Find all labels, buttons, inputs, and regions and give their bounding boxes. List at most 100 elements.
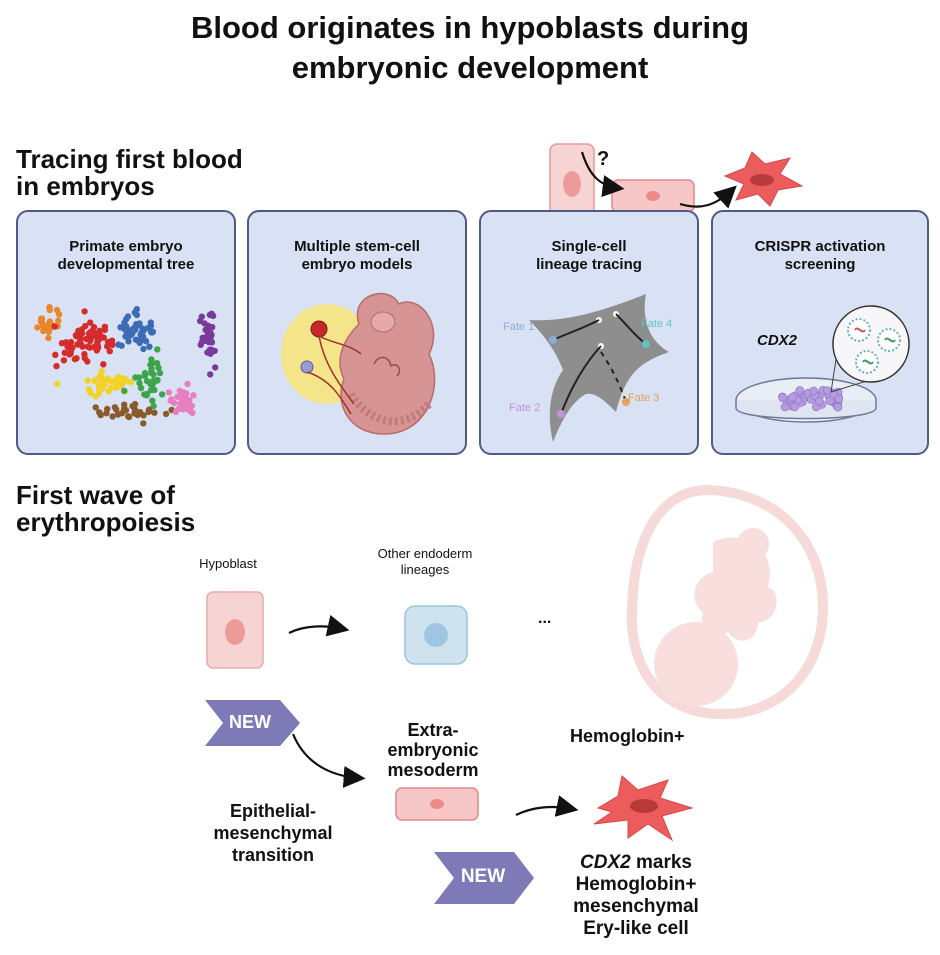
panel-lineage-tracing: Single-cell lineage tracing Fate 1 Fate … — [479, 210, 699, 455]
top-transition-illustration — [549, 143, 804, 225]
colony-cell — [815, 397, 824, 406]
scatter-dot — [184, 380, 191, 388]
scatter-dot — [96, 409, 103, 416]
extraembryonic-mesoderm-label: Extra- embryonic mesoderm — [387, 720, 479, 780]
crispr-gene-label: CDX2 — [757, 332, 798, 349]
colony-cell — [825, 396, 835, 406]
scatter-dot — [131, 406, 139, 413]
scatter-dot — [198, 313, 205, 320]
cdx2-finding-label: CDX2 marks Hemoglobin+ mesenchymal Ery-l… — [573, 852, 699, 939]
lineage-shape — [529, 294, 669, 442]
scatter-dot — [87, 335, 95, 342]
scatter-dot — [188, 402, 196, 410]
pregnancy-watermark-icon — [626, 484, 828, 720]
scatter-dot — [136, 379, 143, 387]
new-tag-1 — [205, 700, 300, 746]
fate-3-dot — [622, 398, 630, 406]
panel-developmental-tree: Primate embryo developmental tree — [16, 210, 236, 455]
scatter-dot — [71, 355, 79, 363]
scatter-dot — [205, 329, 213, 336]
scatter-dot — [109, 413, 116, 420]
scatter-dot — [140, 345, 147, 353]
endoderm-cell — [404, 605, 468, 665]
embryo-illustration — [281, 293, 436, 435]
scatter-dot — [104, 375, 112, 382]
scatter-dot — [112, 383, 119, 390]
scatter-dot — [133, 321, 140, 328]
scatter-dot — [58, 340, 66, 347]
scatter-dot — [141, 369, 149, 377]
other-endoderm-label: Other endoderm lineages — [377, 546, 473, 577]
scatter-dot — [146, 343, 153, 350]
scatter-dot — [142, 338, 150, 345]
scatter-dot — [81, 308, 88, 315]
scatter-dot — [81, 354, 88, 362]
scatter-dot — [34, 324, 41, 331]
scatter-dot — [104, 338, 112, 346]
fate-3-label: Fate 3 — [628, 392, 660, 404]
scatter-dot — [156, 369, 164, 377]
top-flat-nucleus — [646, 191, 660, 201]
scatter-dot — [97, 372, 104, 379]
section-title-tracing: Tracing first blood in embryos — [16, 144, 243, 201]
scatter-dot — [122, 376, 129, 383]
scatter-dot — [134, 411, 141, 419]
scatter-dot — [209, 323, 216, 331]
scatter-dot — [136, 339, 143, 346]
scatter-dot — [67, 338, 75, 346]
scatter-dot — [53, 362, 60, 370]
scatter-dot — [149, 397, 156, 404]
colony-cell — [780, 402, 790, 412]
scatter-dot — [150, 402, 157, 410]
top-hypoblast-nucleus — [563, 171, 581, 197]
scatter-dot — [182, 401, 190, 409]
scatter-dot — [85, 330, 93, 337]
scatter-dot — [176, 387, 183, 394]
scatter-dot — [139, 325, 146, 332]
scatter-dot — [131, 309, 138, 316]
hypoblast-cell — [206, 591, 264, 669]
scatter-dot — [106, 348, 114, 355]
cdx2-gene: CDX2 — [580, 852, 631, 873]
scatter-dot — [212, 364, 219, 371]
fate-2-label: Fate 2 — [509, 402, 541, 414]
top-mesenchymal-nucleus — [750, 174, 774, 186]
scatter-dot — [154, 346, 161, 353]
arrow-to-endoderm — [288, 615, 350, 637]
question-mark: ? — [597, 148, 610, 170]
scatter-dot — [121, 405, 128, 412]
ellipsis: ... — [538, 610, 552, 627]
scatter-dot — [197, 341, 204, 348]
scatter-dot — [107, 384, 115, 391]
scatter-dot — [52, 351, 59, 358]
scatter-dot — [121, 387, 128, 395]
scatter-dot — [125, 338, 132, 345]
embryo-body — [339, 293, 436, 435]
scatter-dot — [144, 324, 152, 332]
colony-cell — [809, 386, 818, 396]
scatter-dot — [208, 339, 216, 346]
blood-island-red — [310, 320, 328, 338]
colony-cell — [795, 386, 805, 395]
scatter-dot — [92, 393, 99, 400]
scatter-dot — [94, 344, 102, 351]
scatter-dot — [174, 393, 181, 400]
scatter-dot — [40, 327, 47, 335]
scatter-dot — [87, 319, 94, 326]
lineage-branch — [552, 319, 600, 341]
fate-1-label: Fate 1 — [503, 321, 535, 333]
scatter-dot — [103, 410, 110, 417]
emt-label: Epithelial- mesenchymal transition — [213, 801, 333, 865]
panel-stem-cell-models: Multiple stem-cell embryo models — [247, 210, 467, 455]
panel-title: Primate embryo developmental tree — [57, 238, 195, 273]
scatter-dot — [115, 341, 122, 348]
colony-cell — [778, 393, 787, 402]
scatter-dot — [114, 411, 122, 418]
scatter-dot — [132, 374, 139, 381]
vessels — [306, 335, 362, 415]
lineage-branch-dashed — [600, 351, 627, 403]
scatter-dot — [189, 409, 196, 417]
scatter-dot — [140, 420, 147, 427]
fate-4-label: Fate 4 — [641, 318, 673, 330]
scatter-dot — [46, 304, 53, 311]
